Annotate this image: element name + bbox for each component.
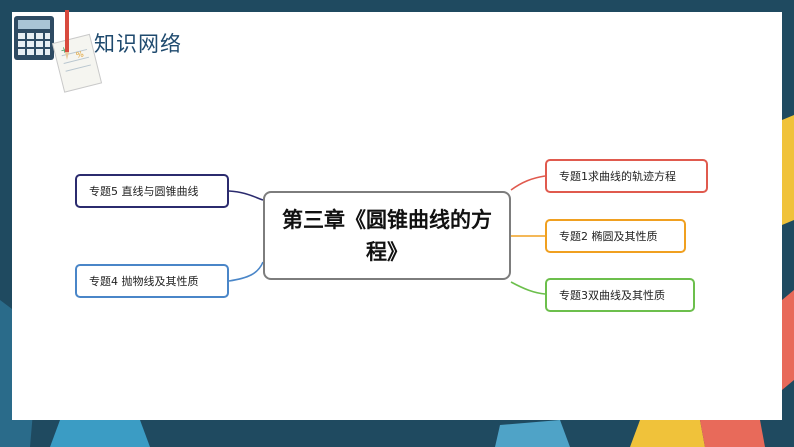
connector-right-top xyxy=(510,175,546,191)
svg-text:+: + xyxy=(60,45,70,57)
mindmap-center-node: 第三章《圆锥曲线的方程》 xyxy=(263,191,511,280)
mindmap-node-label: 专题3双曲线及其性质 xyxy=(559,289,665,302)
calculator-icon xyxy=(14,16,54,60)
mindmap-node-label: 专题2 椭圆及其性质 xyxy=(559,230,658,243)
connector-left-bottom xyxy=(228,261,264,282)
page-title: 知识网络 xyxy=(94,32,182,56)
pencil-icon xyxy=(65,10,69,60)
mindmap-center-label: 第三章《圆锥曲线的方程》 xyxy=(282,207,492,264)
svg-text:%: % xyxy=(75,49,85,60)
mindmap-node-topic1: 专题1求曲线的轨迹方程 xyxy=(545,159,708,193)
mindmap-node-topic4: 专题4 抛物线及其性质 xyxy=(75,264,229,298)
connector-left-top xyxy=(228,190,264,201)
notepad-icon: + % xyxy=(52,33,103,93)
mindmap-node-topic2: 专题2 椭圆及其性质 xyxy=(545,219,686,253)
mindmap-node-label: 专题1求曲线的轨迹方程 xyxy=(559,170,676,183)
connector-right-bottom xyxy=(510,281,546,295)
mindmap-node-topic5: 专题5 直线与圆锥曲线 xyxy=(75,174,229,208)
mindmap-node-topic3: 专题3双曲线及其性质 xyxy=(545,278,695,312)
mindmap-node-label: 专题4 抛物线及其性质 xyxy=(89,275,199,288)
mindmap-node-label: 专题5 直线与圆锥曲线 xyxy=(89,185,199,198)
